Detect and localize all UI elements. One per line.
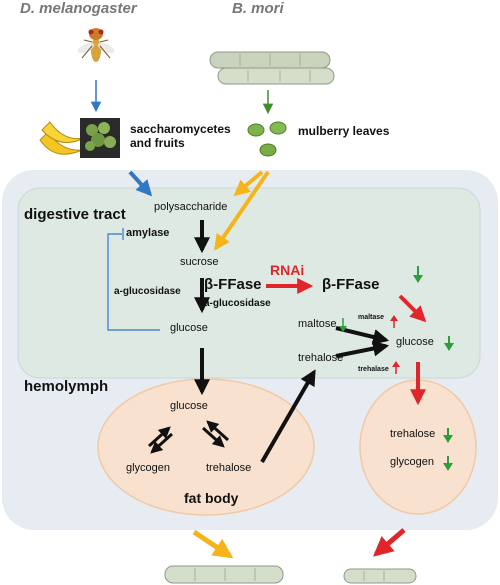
a-glucosidase-mid-label: a-glucosidase <box>204 298 271 309</box>
fly-food-label: saccharomycetes and fruits <box>130 122 231 150</box>
silkworm-food-label: mulberry leaves <box>298 124 390 138</box>
yeast-icon <box>80 118 120 158</box>
bffase-to-glucose-red-arrow <box>398 294 427 323</box>
digestive-tract-label: digestive tract <box>24 206 126 223</box>
mulberry-leaves-icon <box>247 121 287 157</box>
right-glucose-label: glucose <box>396 336 434 348</box>
up-arrow-icon <box>390 315 398 328</box>
silkworm-entry-arrow-1 <box>233 170 264 197</box>
rnai-label: RNAi <box>270 262 305 278</box>
fatbody-glucose-label: glucose <box>170 400 208 412</box>
trehalase-label: trehalase <box>358 366 389 373</box>
silkworm-icon <box>164 565 284 584</box>
tissue-trehalose-label: trehalose <box>390 428 436 440</box>
down-arrow-icon <box>443 428 453 443</box>
control-outcome-arrow <box>192 529 234 559</box>
fatbody-trehalose-label: trehalose <box>206 462 252 474</box>
species-label-silkworm: B. mori <box>232 0 284 17</box>
a-glucosidase-left-label: a-glucosidase <box>114 286 181 297</box>
polysaccharide-label: polysaccharide <box>154 201 228 213</box>
tissue-glycogen-label: glycogen <box>390 456 435 468</box>
hemolymph-label: hemolymph <box>24 378 109 395</box>
down-arrow-icon <box>444 336 454 351</box>
hemolymph-trehalose-label: trehalose <box>298 352 344 364</box>
rnai-outcome-arrow <box>372 528 406 557</box>
fat-body-region <box>97 378 315 516</box>
fat-body-label: fat body <box>184 490 239 506</box>
up-arrow-icon <box>392 361 400 374</box>
fruit-fly-icon <box>77 28 115 62</box>
banana-icon <box>39 121 85 155</box>
species-label-drosophila: D. melanogaster <box>20 0 137 17</box>
silkworm-entry-arrow-2 <box>214 170 270 251</box>
fatbody-glycogen-label: glycogen <box>126 462 171 474</box>
silkworm-icon <box>343 568 417 584</box>
maltose-label: maltose <box>298 318 337 330</box>
glucose-feedback-inhibition <box>107 233 160 331</box>
trehalose-to-glucose-arrow <box>335 340 390 358</box>
silkworm-icon <box>209 51 335 85</box>
bffase-label: β-FFase <box>204 276 262 293</box>
amylase-label: amylase <box>126 227 170 239</box>
sucrose-label: sucrose <box>180 256 219 268</box>
fatbody-to-hemolymph-trehalose-arrow <box>260 369 316 464</box>
maltase-label: maltase <box>358 314 385 321</box>
down-arrow-icon <box>339 318 347 332</box>
maltose-to-glucose-arrow <box>335 326 390 345</box>
gut-glucose-label: glucose <box>170 322 208 334</box>
down-arrow-icon <box>413 266 423 283</box>
bffase-rnai-label: β-FFase <box>322 276 380 293</box>
down-arrow-icon <box>443 456 453 471</box>
fly-food-entry-arrow <box>128 170 153 197</box>
